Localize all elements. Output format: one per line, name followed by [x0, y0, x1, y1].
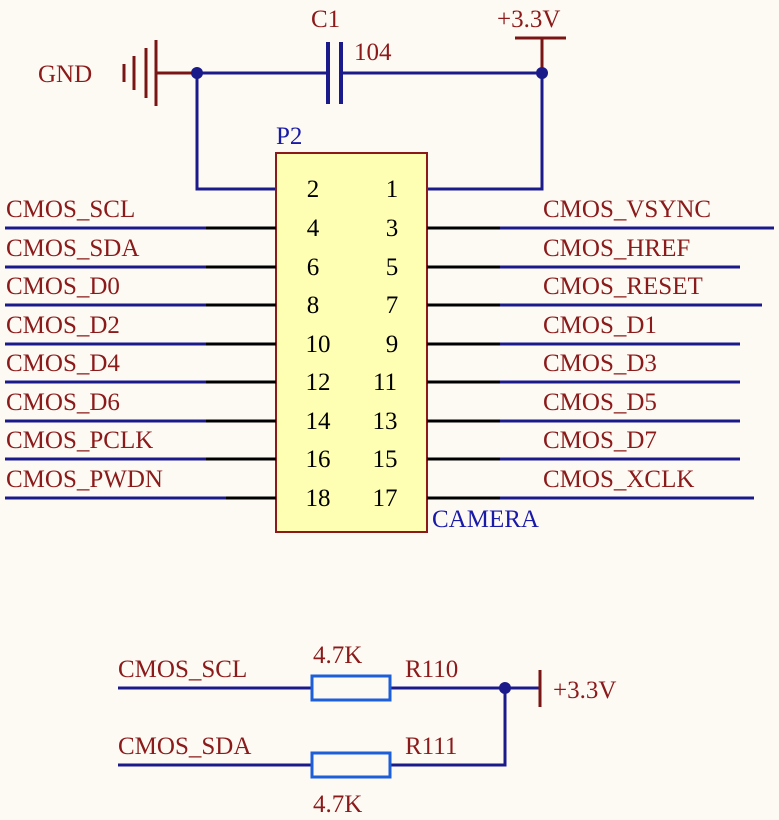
junction-dot-3v3: [536, 67, 548, 79]
connector-designator: P2: [276, 123, 302, 150]
pin-number: 4: [307, 215, 320, 242]
net-label: CMOS_PCLK: [6, 427, 153, 454]
pullup-net-label-scl: CMOS_SCL: [118, 656, 247, 683]
pin-number: 5: [386, 254, 399, 281]
net-label: CMOS_D7: [543, 427, 657, 454]
resistor-r111-symbol: [310, 751, 392, 779]
capacitor-value: 104: [354, 39, 392, 66]
pin-number: 11: [373, 369, 397, 396]
pin-number: 1: [386, 176, 399, 203]
resistor-r111-value: 4.7K: [313, 791, 362, 818]
pin-number: 12: [306, 369, 331, 396]
left-net-wires: [5, 226, 276, 500]
resistor-r111-designator: R111: [405, 733, 457, 760]
net-label: CMOS_D6: [6, 389, 120, 416]
gnd-symbol: [122, 40, 197, 106]
net-label: CMOS_VSYNC: [543, 196, 711, 223]
net-label: CMOS_PWDN: [6, 466, 163, 493]
left-net-labels: CMOS_SCL CMOS_SDA CMOS_D0 CMOS_D2 CMOS_D…: [6, 196, 163, 493]
left-pin-numbers: 2 4 6 8 10 12 14 16 18: [306, 176, 332, 512]
pin-number: 17: [373, 485, 398, 512]
connector-body: [275, 152, 428, 533]
junction-dot-gnd: [191, 67, 203, 79]
net-label: CMOS_D3: [543, 350, 657, 377]
junction-dot-pullup: [499, 682, 511, 694]
net-label: CMOS_RESET: [543, 273, 703, 300]
power-3v3-pullup-label: +3.3V: [553, 677, 616, 704]
pin-1-2-wires: [195, 73, 544, 191]
net-label: CMOS_D2: [6, 312, 120, 339]
pin-number: 13: [373, 408, 398, 435]
net-label: CMOS_HREF: [543, 235, 690, 262]
pin-number: 15: [373, 446, 398, 473]
pin-number: 16: [306, 446, 331, 473]
connector-comment: CAMERA: [432, 506, 539, 533]
pin-number: 6: [307, 254, 320, 281]
capacitor-c1-symbol: [197, 42, 542, 104]
pullup-net-label-sda: CMOS_SDA: [118, 733, 251, 760]
pullup-wires: [118, 686, 540, 767]
pin-number: 14: [306, 408, 332, 435]
right-pin-numbers: 1 3 5 7 9 11 13 15 17: [373, 176, 399, 512]
net-label: CMOS_XCLK: [543, 466, 694, 493]
net-label: CMOS_D0: [6, 273, 120, 300]
pin-number: 18: [306, 485, 331, 512]
right-net-wires: [427, 226, 774, 500]
pin-number: 7: [386, 292, 399, 319]
gnd-label: GND: [38, 61, 92, 88]
resistor-r110-designator: R110: [405, 656, 458, 683]
capacitor-designator: C1: [311, 6, 340, 33]
pin-number: 2: [307, 176, 320, 203]
net-label: CMOS_SCL: [6, 196, 135, 223]
net-label: CMOS_D1: [543, 312, 657, 339]
pin-number: 3: [386, 215, 399, 242]
resistor-r110-value: 4.7K: [313, 642, 362, 669]
pin-number: 9: [386, 331, 399, 358]
net-label: CMOS_D4: [6, 350, 120, 377]
resistor-r110-symbol: [310, 674, 392, 702]
pin-number: 10: [306, 331, 331, 358]
power-3v3-top-label: +3.3V: [497, 6, 560, 33]
pin-number: 8: [307, 292, 320, 319]
net-label: CMOS_SDA: [6, 235, 139, 262]
right-net-labels: CMOS_VSYNC CMOS_HREF CMOS_RESET CMOS_D1 …: [543, 196, 711, 493]
net-label: CMOS_D5: [543, 389, 657, 416]
